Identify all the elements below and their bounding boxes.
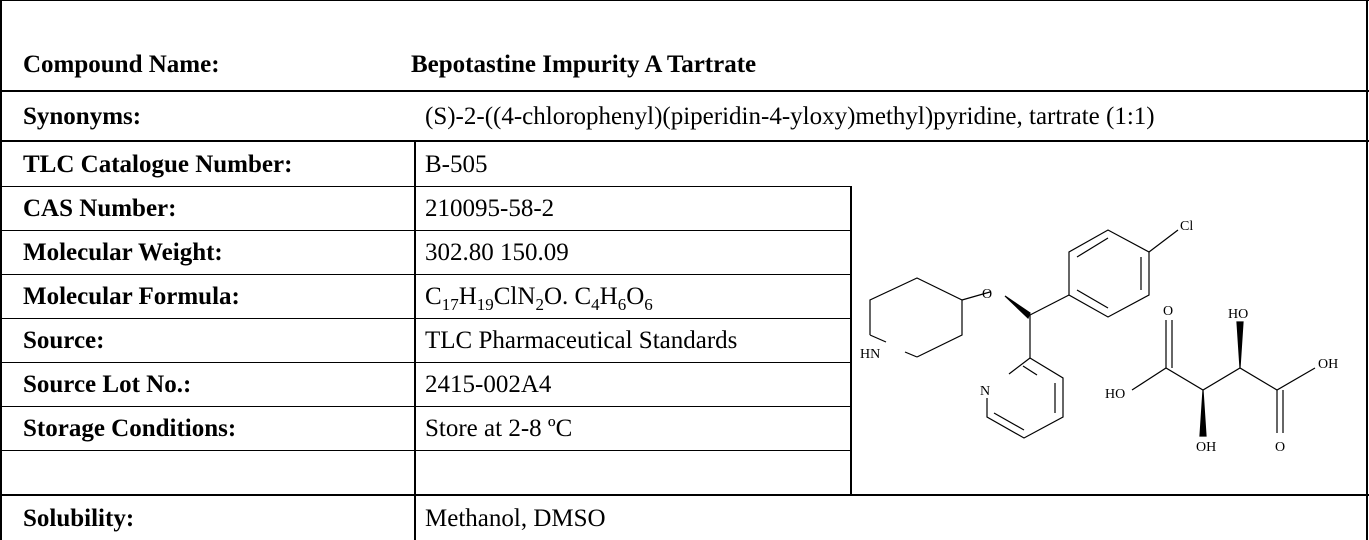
- chlorine-atom-label: Cl: [1180, 219, 1193, 234]
- acid-ho-label: HO: [1105, 387, 1125, 402]
- row-divider: [0, 90, 1369, 92]
- catalogue-number-label: TLC Catalogue Number:: [23, 151, 293, 178]
- row-divider: [0, 362, 852, 363]
- source-lot-value: 2415-002A4: [425, 371, 552, 398]
- row-divider: [0, 186, 852, 187]
- carbonyl-oxygen-label: O: [1163, 304, 1173, 319]
- hydroxyl-label: OH: [1196, 440, 1216, 455]
- catalogue-number-value: B-505: [425, 151, 488, 178]
- molecular-formula-value: C17H19ClN2O. C4H6O6: [425, 283, 653, 314]
- source-label: Source:: [23, 327, 105, 354]
- compound-name-value: Bepotastine Impurity A Tartrate: [411, 51, 757, 78]
- piperidine-ring: [869, 277, 963, 358]
- pyridine-n-label: N: [980, 384, 990, 399]
- row-divider: [0, 406, 852, 407]
- pyridine-ring: [986, 357, 1064, 439]
- synonyms-value: (S)-2-((4-chlorophenyl)(piperidin-4-ylox…: [425, 103, 1155, 130]
- molecular-formula-label: Molecular Formula:: [23, 283, 240, 310]
- row-divider: [0, 230, 852, 231]
- solubility-value: Methanol, DMSO: [425, 505, 606, 532]
- solubility-label: Solubility:: [23, 505, 135, 532]
- cas-number-label: CAS Number:: [23, 195, 177, 222]
- molecular-weight-value: 302.80 150.09: [425, 239, 569, 266]
- row-divider: [0, 450, 852, 451]
- stereo-wedge: [1004, 295, 1031, 320]
- synonyms-label: Synonyms:: [23, 103, 142, 130]
- row-divider: [0, 318, 852, 319]
- chemical-structure-image: Cl O HN N O HO OH HO OH O: [860, 219, 1338, 455]
- source-value: TLC Pharmaceutical Standards: [425, 327, 738, 354]
- right-border: [1366, 0, 1368, 540]
- piperidine-nh-label: HN: [860, 347, 880, 362]
- storage-conditions-label: Storage Conditions:: [23, 415, 237, 442]
- row-divider: [0, 274, 852, 275]
- tartrate-wedge-down: [1199, 389, 1207, 437]
- compound-name-label: Compound Name:: [23, 51, 220, 78]
- column-divider: [414, 140, 416, 540]
- structure-column-divider: [850, 186, 852, 495]
- tartrate-wedge-up: [1236, 321, 1244, 369]
- acid-oh-label: OH: [1318, 357, 1338, 372]
- row-divider: [0, 494, 1369, 496]
- phenyl-ring: [1068, 229, 1150, 318]
- ether-oxygen-label: O: [982, 287, 992, 302]
- tartrate-chain: [1131, 367, 1316, 391]
- hydroxyl-label: HO: [1228, 307, 1248, 322]
- cas-number-value: 210095-58-2: [425, 195, 555, 222]
- top-border: [0, 0, 1369, 1]
- storage-conditions-value: Store at 2-8 ºC: [425, 415, 573, 442]
- left-border: [0, 0, 2, 540]
- molecular-weight-label: Molecular Weight:: [23, 239, 223, 266]
- carbonyl-oxygen-label: O: [1275, 440, 1285, 455]
- row-divider: [0, 140, 1369, 142]
- source-lot-label: Source Lot No.:: [23, 371, 192, 398]
